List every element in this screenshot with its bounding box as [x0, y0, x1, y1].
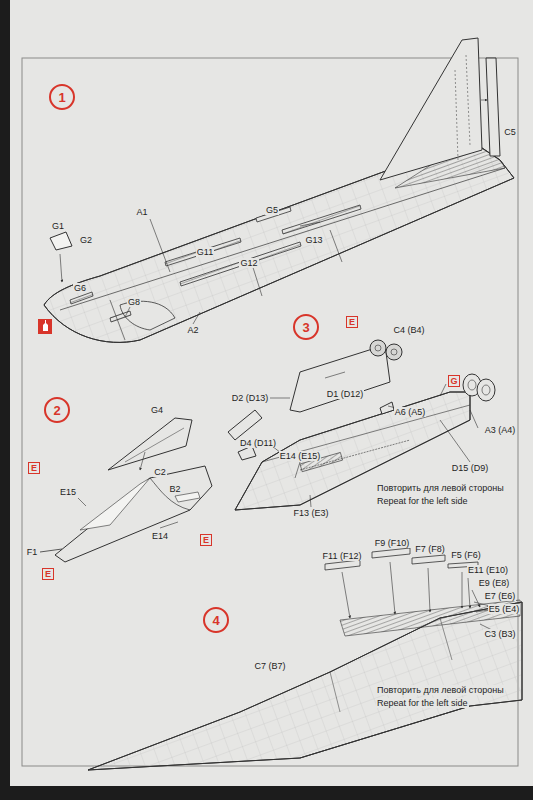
part-number: F7 (F8) [414, 544, 446, 554]
node-text: 1 [58, 90, 65, 105]
fuselage [44, 140, 514, 342]
node-text: E [31, 463, 37, 473]
part-number: E5 (E4) [488, 604, 521, 614]
part-number: G12 [239, 258, 258, 268]
part-number: F5 (F6) [450, 550, 482, 560]
part-number: G13 [304, 235, 323, 245]
part-number: E15 [59, 487, 77, 497]
part-number: A2 [186, 325, 199, 335]
node-text: 3 [302, 320, 309, 335]
part-number: D1 (D12) [326, 389, 365, 399]
step-number: 2 [44, 397, 70, 423]
part-number: E7 (E6) [484, 591, 517, 601]
strips [70, 205, 361, 322]
part-number: A3 (A4) [484, 425, 517, 435]
paint-code-box: E [200, 534, 212, 546]
part-number: C2 [153, 467, 167, 477]
part-number: F9 (F10) [374, 538, 411, 548]
tail-fin [380, 38, 482, 180]
nose-assembly [40, 418, 212, 562]
intake-ramps [228, 402, 394, 460]
step-number: 3 [293, 314, 319, 340]
node-text: 4 [212, 613, 219, 628]
part-number: G8 [127, 297, 141, 307]
part-number: A1 [135, 207, 148, 217]
step-number: 4 [203, 607, 229, 633]
paint-code-box: G [448, 375, 460, 387]
part-number: D15 (D9) [451, 463, 490, 473]
part-number: E14 (E15) [279, 451, 322, 461]
part-number: D2 (D13) [231, 393, 270, 403]
part-number: F1 [26, 547, 39, 557]
part-number: G4 [150, 405, 164, 415]
leader-lines [125, 219, 320, 324]
part-number: C4 (B4) [392, 325, 425, 335]
paper-sheet [10, 0, 533, 786]
part-number: B2 [168, 484, 181, 494]
wing [88, 600, 522, 770]
part-number: C3 (B3) [483, 629, 516, 639]
note-text: Repeat for the left side [376, 698, 469, 708]
node-text: E [45, 569, 51, 579]
part-number: G11 [196, 247, 214, 257]
part-number: E9 (E8) [478, 578, 511, 588]
node-text: E [349, 317, 355, 327]
cockpit-glazing [50, 232, 72, 282]
note-text: Повторить для левой стороны [376, 685, 505, 695]
part-number: D4 (D11) [239, 438, 277, 448]
glue-symbol [38, 319, 52, 334]
note-text: Repeat for the left side [376, 496, 469, 506]
step-number: 1 [49, 84, 75, 110]
part-number: G2 [79, 235, 93, 245]
node-text: G [450, 376, 457, 386]
part-number: F13 (E3) [292, 508, 329, 518]
node-text: 2 [53, 403, 60, 418]
exhaust-discs [370, 340, 402, 360]
note-text: Повторить для левой стороны [376, 483, 505, 493]
rudder [481, 58, 500, 156]
paint-code-box: E [28, 462, 40, 474]
part-number: C5 [503, 127, 517, 137]
part-number: G6 [73, 283, 87, 293]
paint-code-box: E [42, 568, 54, 580]
part-number: G1 [51, 221, 65, 231]
part-number: G5 [265, 205, 279, 215]
part-number: C7 (B7) [253, 661, 286, 671]
node-text: E [203, 535, 209, 545]
paint-code-box: E [346, 316, 358, 328]
part-number: A6 (A5) [394, 407, 427, 417]
part-number: F11 (F12) [322, 551, 363, 561]
part-number: E11 (E10) [467, 565, 509, 575]
part-number: E14 [151, 531, 169, 541]
